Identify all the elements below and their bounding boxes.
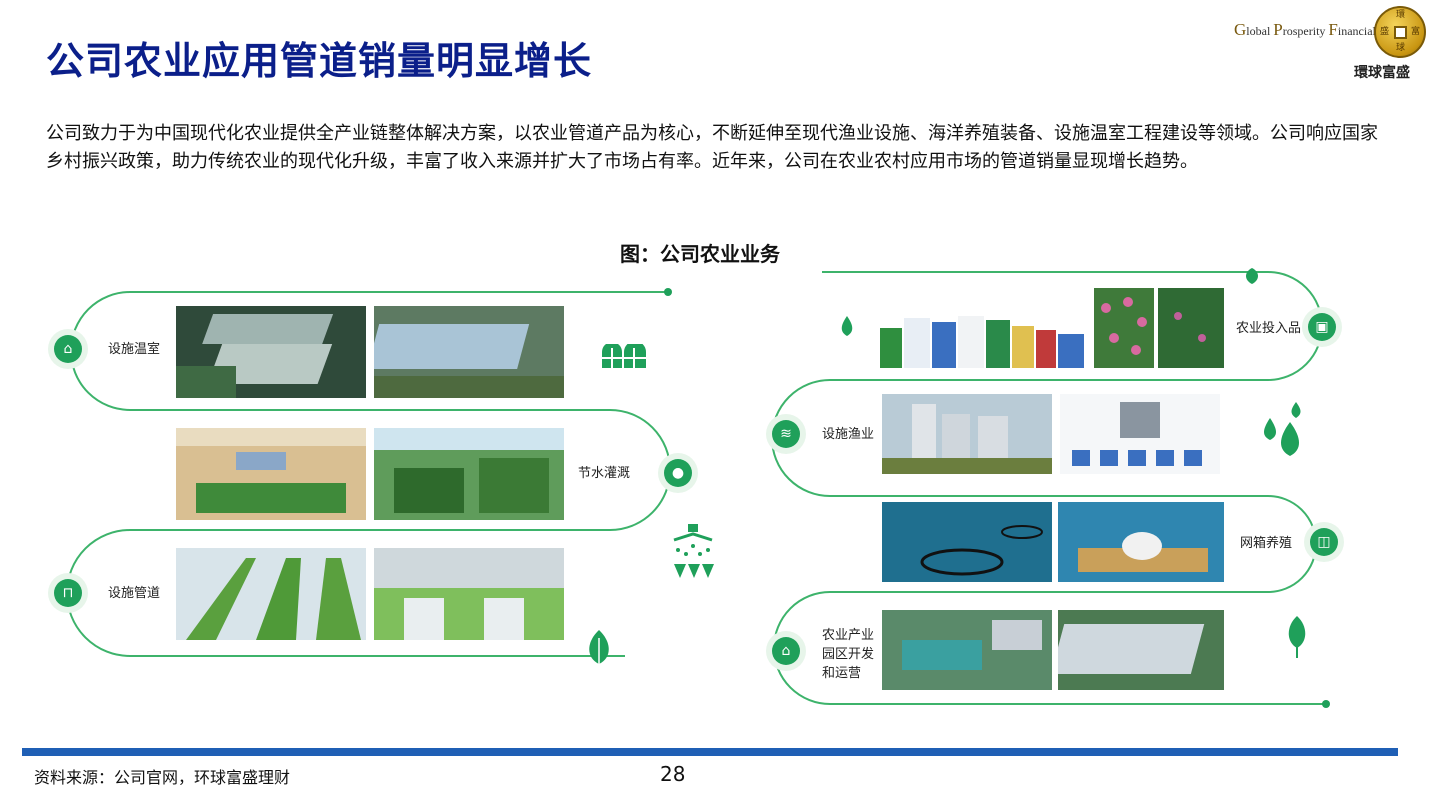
photo-irrigation-diagram-1 (176, 428, 366, 520)
photo-industrial-park-2 (1058, 610, 1224, 690)
photo-plants (1158, 288, 1224, 368)
leaf-icon (589, 630, 609, 666)
photo-fishery-equipment (1060, 394, 1220, 474)
photo-net-cage-2 (1058, 502, 1224, 582)
industrial-park-icon: ⌂ (766, 631, 806, 671)
photo-fishery-tanks (882, 394, 1052, 474)
page-number: 28 (660, 762, 686, 786)
label-water-saving-irrigation: 节水灌溉 (578, 466, 631, 481)
label-agricultural-inputs: 农业投入品 (1236, 321, 1302, 336)
tractor-icon: ▣ (1302, 307, 1342, 347)
leaf-right-icon (1288, 616, 1306, 658)
label-net-cage-farming: 网箱养殖 (1240, 536, 1293, 551)
tree-sprout-icon (1246, 268, 1258, 284)
logo-english-text: Global Prosperity Financial (1234, 20, 1376, 39)
greenhouse-symbol-icon (602, 344, 646, 368)
label-facility-fishery: 设施渔业 (822, 427, 875, 442)
net-cage-icon: ◫ (1304, 522, 1344, 562)
label-facility-pipes: 设施管道 (108, 586, 161, 601)
fishery-icon: ≋ (766, 414, 806, 454)
water-drop-small-icon (841, 316, 853, 336)
photo-greenhouse-aerial-2 (374, 306, 564, 398)
label-park-development: 农业产业 园区开发 和运营 (822, 628, 875, 681)
photo-agricultural-products (876, 308, 1090, 372)
intro-paragraph: 公司致力于为中国现代化农业提供全产业链整体解决方案，以农业管道产品为核心，不断延… (46, 123, 1378, 172)
photo-net-cage-1 (882, 502, 1052, 582)
pipe-icon: ⊓ (48, 573, 88, 613)
sprinkler-icon (673, 524, 714, 578)
photo-flowers (1094, 288, 1154, 368)
photo-irrigation-diagram-2 (374, 428, 564, 520)
water-drops-icon (1264, 402, 1301, 456)
figure-caption: 图：公司农业业务 (620, 242, 780, 266)
company-logo: Global Prosperity Financial 環 球 富 盛 環球富盛 (1234, 6, 1434, 82)
greenhouse-icon: ⌂ (48, 329, 88, 369)
footer-divider (22, 748, 1398, 756)
photo-hydroponic-pipes-2 (374, 548, 564, 640)
photo-industrial-park-1 (882, 610, 1052, 690)
photo-greenhouse-aerial-1 (176, 306, 366, 398)
photo-hydroponic-pipes-1 (176, 548, 366, 640)
logo-chinese-name: 環球富盛 (1354, 65, 1410, 81)
label-facility-greenhouse: 设施温室 (108, 342, 161, 357)
water-drop-icon: ● (658, 453, 698, 493)
source-note: 资料来源：公司官网，环球富盛理财 (34, 768, 291, 787)
page-title: 公司农业应用管道销量明显增长 (46, 39, 593, 83)
coin-emblem-icon: 環 球 富 盛 (1374, 6, 1426, 58)
